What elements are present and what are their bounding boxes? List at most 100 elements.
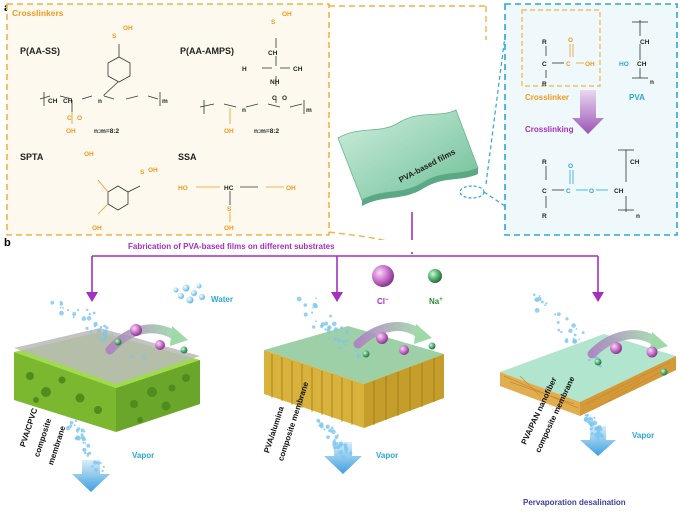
water-droplet (72, 316, 75, 319)
spta-oh: OH (148, 167, 158, 174)
vapor-label-1: Vapor (132, 451, 154, 460)
water-droplet (573, 333, 577, 337)
water-droplet (564, 339, 569, 344)
water-droplet (554, 313, 557, 316)
water-droplet (102, 465, 105, 468)
amps-s: S (271, 19, 276, 26)
amps-h3c: H (242, 66, 247, 73)
water-droplet (59, 306, 62, 309)
water-droplet (75, 428, 79, 432)
water-droplet (74, 419, 78, 423)
water-droplet (59, 300, 63, 304)
water-droplet (86, 443, 91, 448)
p-aa-amps-structure (199, 38, 305, 124)
amps-c: C (272, 95, 277, 102)
water-droplet (317, 420, 321, 423)
water-droplet (315, 297, 317, 300)
fabrication-label-bg (126, 240, 414, 252)
xl-c1: C (542, 61, 547, 68)
na-label: Na+ (429, 297, 443, 306)
crosslinker-box (521, 9, 601, 87)
p-aa-ss-s: S (112, 33, 117, 40)
water-droplet (328, 326, 330, 329)
water-droplet (319, 424, 324, 429)
water-droplet (324, 321, 329, 326)
water-droplet (343, 443, 348, 448)
water-droplet (82, 441, 85, 444)
water-droplet (591, 420, 594, 422)
water-droplet (76, 435, 79, 438)
vapor-arrow-1 (72, 460, 110, 492)
water-droplet (93, 325, 97, 328)
water-droplet (312, 306, 314, 309)
tree-arrow-1 (86, 292, 98, 302)
water-droplet (599, 364, 602, 368)
xl-o: O (568, 37, 573, 44)
water-droplet (311, 311, 314, 314)
water-droplet (312, 302, 318, 308)
water-droplet (101, 469, 104, 473)
water-droplet (333, 446, 337, 450)
xd-o: O (589, 188, 594, 195)
water-droplet (354, 349, 357, 352)
water-droplet (354, 456, 356, 459)
water-droplet (556, 312, 561, 317)
water-droplet (99, 461, 102, 465)
water-droplet (334, 435, 339, 440)
water-droplet (556, 320, 560, 324)
amps-oh: OH (282, 11, 292, 18)
xd-c1: C (542, 188, 547, 195)
water-droplet (336, 434, 339, 437)
ions-membrane-1 (114, 324, 188, 354)
water-droplet (329, 314, 332, 318)
water-droplet (571, 323, 576, 328)
water-droplet (591, 427, 594, 430)
water-droplet (341, 454, 346, 459)
water-droplet (84, 442, 87, 444)
water-droplet (320, 324, 324, 328)
water-droplet (86, 316, 92, 321)
water-droplet (345, 329, 350, 334)
water-droplet (538, 295, 541, 297)
zoom-circle (459, 185, 485, 199)
p-aa-ss-structure (39, 44, 161, 124)
water-droplet (325, 424, 330, 429)
water-droplet (92, 460, 98, 465)
p-aa-ss-ch2-a: CH (48, 98, 58, 105)
pva-label: PVA (629, 93, 645, 102)
flow-arrow-1-head (170, 326, 188, 346)
water-droplet (72, 312, 77, 316)
water-droplet (545, 302, 548, 305)
pva-ho: HO (619, 61, 629, 68)
water-droplet (82, 447, 87, 452)
water-droplet (344, 447, 349, 452)
water-droplet (77, 308, 80, 312)
water-droplet (91, 465, 94, 468)
cl-label: Cl− (377, 297, 389, 306)
xl-oh: OH (585, 61, 595, 68)
fabrication-label: Fabrication of PVA-based films on differ… (128, 242, 335, 251)
xd-r-bottom: R (542, 213, 547, 220)
ions-membrane-2 (362, 332, 436, 358)
p-aa-ss-ch-a: CH (63, 98, 73, 105)
flow-arrow-3-head (650, 332, 668, 352)
pva-n: n (650, 79, 654, 86)
water-droplet (84, 431, 86, 433)
water-droplet (111, 333, 114, 336)
water-droplet (88, 451, 92, 455)
membrane-alumina (264, 326, 444, 428)
water-droplet (92, 311, 96, 315)
water-droplet (86, 454, 90, 457)
water-droplet (337, 338, 342, 343)
pva-ch2: CH (640, 39, 650, 46)
water-droplet (97, 335, 100, 338)
ssa-oh: OH (286, 185, 296, 192)
p-aa-ss-m: m (162, 98, 168, 105)
p-aa-ss-label: P(AA-SS) (20, 46, 60, 56)
water-droplet (581, 331, 585, 334)
water-droplet (326, 435, 330, 440)
p-aa-amps-label: P(AA-AMPS) (180, 46, 234, 56)
water-droplet (99, 325, 103, 329)
water-droplet (593, 423, 596, 426)
water-droplet (80, 428, 85, 433)
